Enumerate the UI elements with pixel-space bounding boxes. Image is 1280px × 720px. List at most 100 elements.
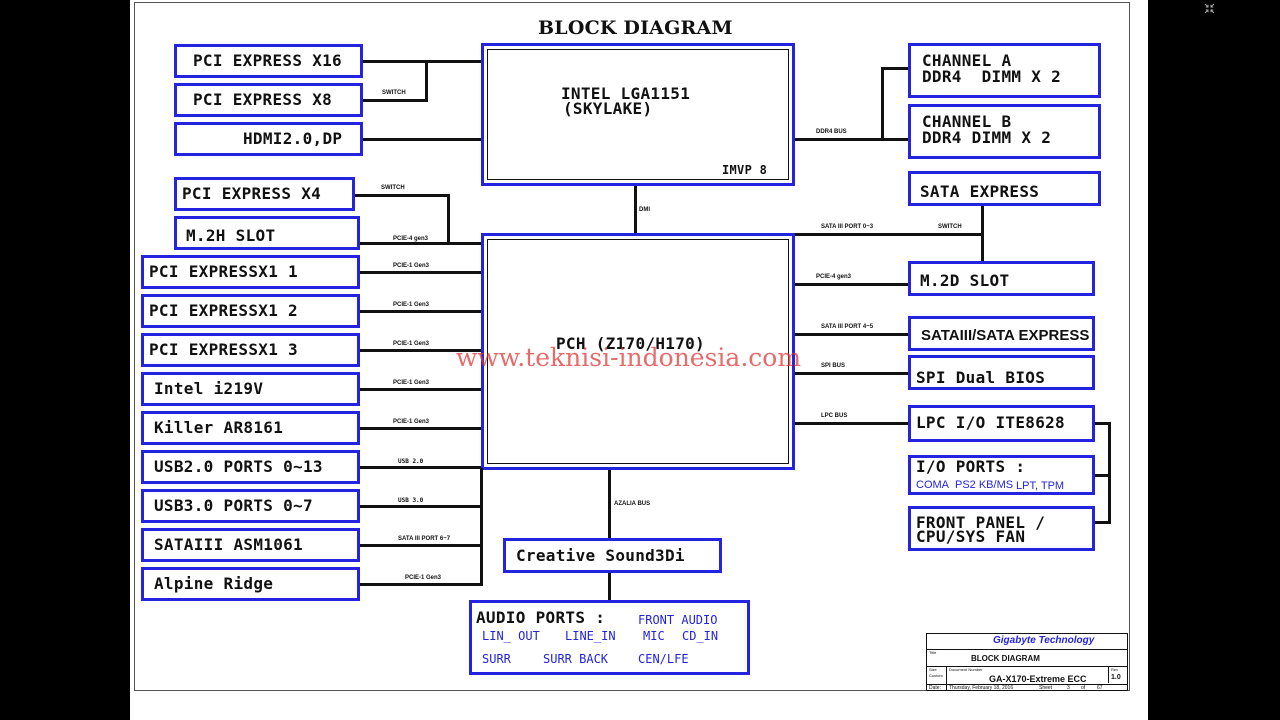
sheet-number: 3 <box>1067 685 1070 691</box>
company-name: Gigabyte Technology <box>993 635 1095 646</box>
sheet-label: Sheet <box>1039 685 1053 691</box>
wire-left-bus-vertical <box>480 468 483 586</box>
wire-ddr4-vertical <box>881 67 884 141</box>
m2h-slot-label: M.2H SLOT <box>186 226 276 245</box>
io-port-ps2: PS2 KB/MS <box>955 479 1014 491</box>
wire-sataiii-asm <box>360 544 483 547</box>
sataiii-asm-label: SATAIII ASM1061 <box>154 535 303 554</box>
pcie-x8-label: PCI EXPRESS X8 <box>193 90 333 109</box>
m2d-slot-label: M.2D SLOT <box>920 271 1010 290</box>
audio-surr-back: SURR BACK <box>543 652 609 666</box>
signal-usb2: USB 2.0 <box>398 458 424 465</box>
pcie-x1-2-label: PCI EXPRESSX1 2 <box>149 301 298 320</box>
signal-switch-1: SWITCH <box>382 90 406 96</box>
signal-sata-0-3: SATA III PORT 0~3 <box>821 224 874 230</box>
signal-pcie1-alpine: PCIE-1 Gen3 <box>405 575 442 581</box>
pcie-x8-block <box>174 83 363 117</box>
front-panel-block <box>908 506 1095 551</box>
date-value: Thursday, February 18, 2016 <box>949 685 1014 691</box>
signal-lpc-bus: LPC BUS <box>821 413 848 419</box>
sata-express-block <box>908 171 1101 206</box>
total-sheets: 67 <box>1097 685 1103 691</box>
front-panel-label-1: FRONT PANEL / <box>916 513 1046 532</box>
spi-bios-label: SPI Dual BIOS <box>916 368 1046 387</box>
signal-azalia-bus: AZALIA BUS <box>614 501 651 507</box>
signal-pcie4-right: PCIE-4 gen3 <box>816 274 852 280</box>
alpine-ridge-label: Alpine Ridge <box>154 574 274 593</box>
cpu-label-2: (SKYLAKE) <box>563 99 653 118</box>
wire-killer <box>360 427 481 430</box>
wire-spi-bus <box>795 372 908 375</box>
wire-lpc-vertical <box>1108 422 1111 524</box>
audio-front: FRONT AUDIO <box>638 613 718 627</box>
channel-a-block <box>908 43 1101 98</box>
of-label: of <box>1081 685 1086 691</box>
audio-codec-label: Creative Sound3Di <box>516 546 685 565</box>
wire-pcie-x1-1 <box>360 271 481 274</box>
wire-azalia-bus <box>608 470 611 538</box>
wire-channel-b <box>881 138 908 141</box>
intel-i219v-block <box>141 372 360 406</box>
signal-ddr4-bus: DDR4 BUS <box>816 129 847 135</box>
wire-pcie-x4 <box>355 194 449 197</box>
front-panel-label-2: CPU/SYS FAN <box>916 527 1026 546</box>
channel-b-label-1: CHANNEL B <box>922 112 1012 131</box>
wire-usb3 <box>360 505 483 508</box>
signal-pcie1-2: PCIE-1 Gen3 <box>393 302 430 308</box>
usb3-label: USB3.0 PORTS 0~7 <box>154 496 313 515</box>
wire-audio-ports <box>608 573 611 600</box>
wire-switch-x16-x8 <box>425 60 428 102</box>
wire-channel-a <box>881 67 908 70</box>
channel-a-label-2: DDR4 DIMM X 2 <box>922 67 1062 86</box>
pcie-x1-1-label: PCI EXPRESSX1 1 <box>149 262 298 281</box>
channel-b-label-2: DDR4 DIMM X 2 <box>922 128 1052 147</box>
pcie-x4-label: PCI EXPRESS X4 <box>182 184 322 203</box>
signal-sata-6-7: SATA III PORT 6~7 <box>398 536 451 542</box>
wire-lpc-bus <box>795 422 908 425</box>
wire-alpine <box>360 583 483 586</box>
pcie-x16-block <box>174 44 363 78</box>
m2d-slot-block <box>908 261 1095 296</box>
lpc-io-block <box>908 405 1095 442</box>
audio-ports-title: AUDIO PORTS : <box>476 608 606 627</box>
size-label: Size <box>929 667 937 672</box>
hdmi-dp-label: HDMI2.0,DP <box>243 129 343 148</box>
tb-sep-rev <box>1108 666 1109 683</box>
wire-pcie-x1-3 <box>360 349 481 352</box>
intel-i219v-label: Intel i219V <box>154 379 264 398</box>
wire-lpc-right <box>1095 422 1111 425</box>
watermark-text: www.teknisi-indonesia.com <box>456 343 802 372</box>
pch-label: PCH (Z170/H170) <box>556 334 705 353</box>
wire-ddr4-bus <box>795 138 883 141</box>
title-label: Title <box>929 650 937 655</box>
tb-sep-size <box>946 666 947 691</box>
io-port-coma: COMA <box>916 479 949 491</box>
audio-surr: SURR <box>482 652 511 666</box>
signal-switch-3: SWITCH <box>938 224 962 230</box>
io-port-lpt: LPT, TPM <box>1016 480 1065 492</box>
wire-switch-x4-m2h <box>447 194 450 244</box>
pcie-x1-1-block <box>141 255 360 289</box>
collapse-arrows-icon[interactable] <box>1204 3 1215 14</box>
pcie-x4-block <box>174 177 355 211</box>
wire-pcie4-right <box>795 283 908 286</box>
pch-block <box>481 233 795 470</box>
wire-pcie-x1-2 <box>360 310 481 313</box>
wire-pcie-x16 <box>363 60 481 63</box>
diagram-title: BLOCK DIAGRAM <box>538 17 733 39</box>
sheet-title: BLOCK DIAGRAM <box>971 654 1040 663</box>
audio-line-in: LINE_IN <box>565 629 616 643</box>
doc-number: GA-X170-Extreme ECC <box>989 674 1087 684</box>
pcie-x1-2-block <box>141 294 360 328</box>
wire-io-ports <box>1095 474 1111 477</box>
title-block: Gigabyte Technology Title BLOCK DIAGRAM … <box>926 633 1128 691</box>
wire-hdmi-dp <box>363 138 481 141</box>
sataiii-asm-block <box>141 528 360 562</box>
wire-pcie-x8 <box>363 99 427 102</box>
sataiii-sata-express-label: SATAIII/SATA EXPRESS <box>921 327 1090 344</box>
signal-usb3: USB 3.0 <box>398 497 424 504</box>
m2h-slot-block <box>174 216 360 250</box>
signal-pcie1-3: PCIE-1 Gen3 <box>393 341 430 347</box>
signal-pcie1-5: PCIE-1 Gen3 <box>393 419 430 425</box>
signal-spi-bus: SPI BUS <box>821 363 846 369</box>
